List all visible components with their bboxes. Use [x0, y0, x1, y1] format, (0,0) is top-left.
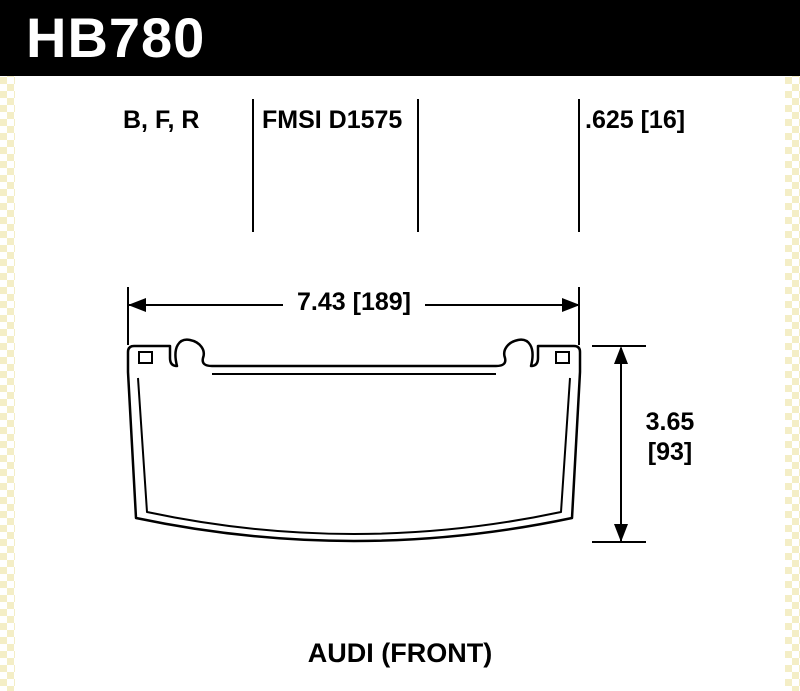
pad-outer-contour [126, 338, 582, 543]
width-dimension-label: 7.43 [189] [128, 288, 580, 317]
pad-tab-hole-left [138, 351, 153, 364]
spec-divider-line-1 [252, 99, 254, 232]
brake-pad-diagram [126, 338, 582, 543]
height-dimension-text-inches: 3.65 [645, 408, 695, 436]
width-arrow-left-icon [128, 298, 146, 312]
height-extension-line-bottom [592, 541, 646, 543]
height-arrow-down-icon [614, 524, 628, 542]
height-dimension-line [620, 348, 622, 542]
application-label: AUDI (FRONT) [307, 638, 493, 668]
width-arrow-right-icon [562, 298, 580, 312]
width-extension-line-left [127, 287, 129, 345]
spec-divider-line-3 [578, 99, 580, 232]
header-bar: HB780 [0, 0, 800, 76]
pad-inner-contour [137, 377, 571, 535]
fmsi-label: FMSI D1575 [262, 106, 403, 134]
spec-divider-line-2 [417, 99, 419, 232]
pad-tab-hole-right [555, 351, 570, 364]
width-dimension-text: 7.43 [189] [283, 288, 425, 316]
compounds-label: B, F, R [123, 106, 200, 134]
height-arrow-up-icon [614, 346, 628, 364]
width-extension-line-right [578, 287, 580, 345]
right-edge-checker-pattern [785, 0, 800, 691]
height-dimension-label: 3.65 [93] [628, 408, 712, 467]
thickness-label: .625 [16] [585, 106, 686, 134]
left-edge-checker-pattern [0, 0, 15, 691]
height-dimension-text-mm: [93] [647, 437, 693, 466]
part-number: HB780 [26, 6, 206, 69]
